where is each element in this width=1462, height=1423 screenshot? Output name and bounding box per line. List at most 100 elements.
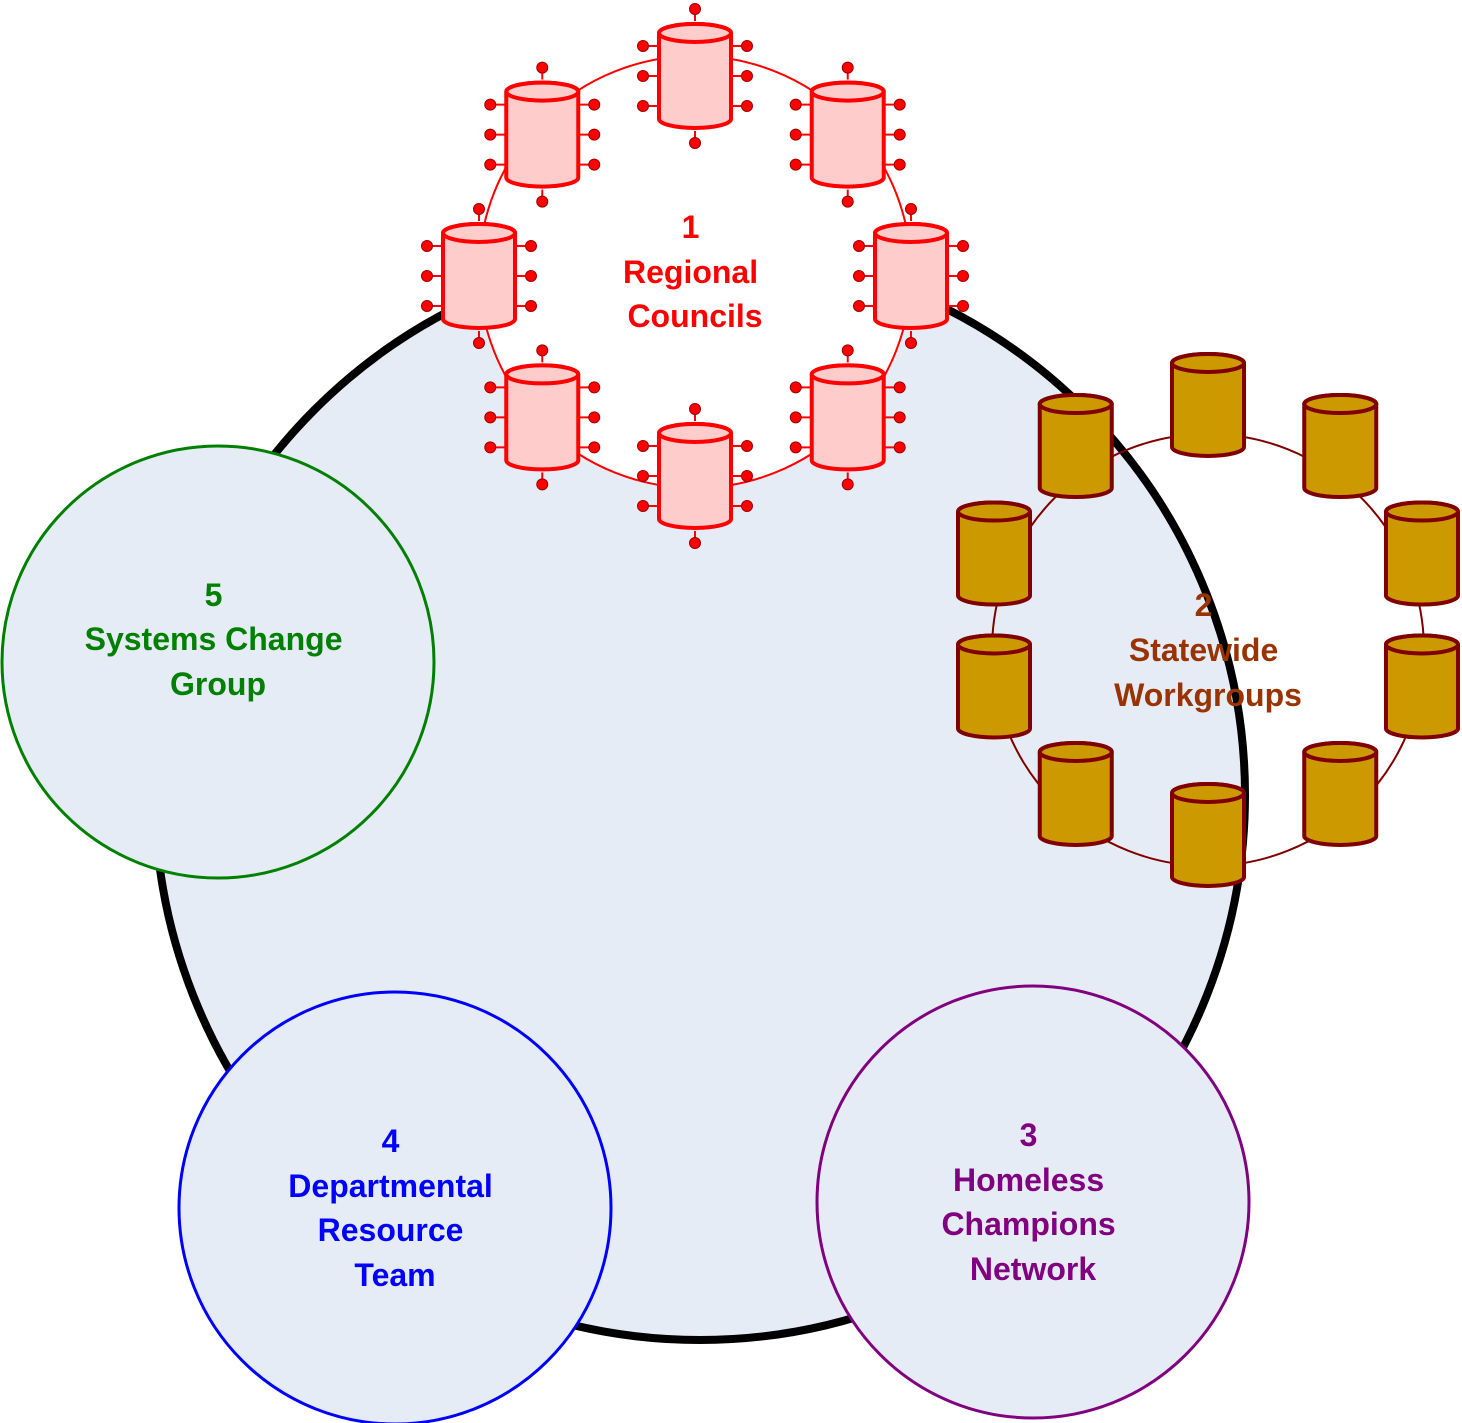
connector-dot <box>637 470 649 482</box>
connector-dot <box>588 381 601 394</box>
connector-dot <box>637 100 649 112</box>
connector-dot <box>741 40 753 52</box>
connector-dot <box>789 381 802 394</box>
connector-dot <box>789 441 802 454</box>
council-node-1 <box>637 3 753 149</box>
group-4-departmental-resource: 4 Departmental Resource Team <box>177 990 613 1423</box>
group-4-line-1: Departmental <box>288 1168 493 1204</box>
council-node-2-connectors <box>789 61 906 208</box>
connector-dot <box>637 70 649 82</box>
connector-dot <box>905 337 917 349</box>
workgroup-node-4 <box>1383 633 1460 740</box>
connector-dot <box>637 40 649 52</box>
council-node-1-connectors <box>637 3 753 149</box>
cylinder-top <box>1302 740 1379 763</box>
connector-dot <box>893 128 906 141</box>
connector-dot <box>789 98 802 111</box>
group-2-node-ring <box>956 352 1460 888</box>
connector-dot <box>893 411 906 424</box>
group-3-number: 3 <box>1020 1117 1038 1153</box>
connector-dot <box>789 158 802 171</box>
connector-dot <box>689 403 701 415</box>
cylinder-top <box>809 80 886 103</box>
group-3-line-3: Network <box>970 1251 1096 1287</box>
connector-dot <box>789 128 802 141</box>
council-node-8-connectors <box>484 61 601 208</box>
council-node-6 <box>484 344 601 491</box>
connector-dot <box>525 300 537 312</box>
cylinder-top <box>809 363 886 386</box>
group-2-line-2: Workgroups <box>1114 677 1302 713</box>
connector-dot <box>789 411 802 424</box>
connector-dot <box>536 61 549 74</box>
group-5-number: 5 <box>205 577 223 613</box>
connector-dot <box>689 3 701 15</box>
workgroup-node-7 <box>1037 740 1114 847</box>
group-4-line-2: Resource <box>318 1212 464 1248</box>
cylinder-top <box>1170 352 1246 374</box>
group-3-circle <box>815 984 1251 1420</box>
connector-dot <box>525 270 537 282</box>
workgroup-node-8 <box>956 633 1033 740</box>
connector-dot <box>957 240 969 252</box>
connector-dot <box>525 240 537 252</box>
connector-dot <box>588 158 601 171</box>
connector-dot <box>536 344 549 357</box>
connector-dot <box>841 61 854 74</box>
connector-dot <box>484 381 497 394</box>
group-3-line-2: Champions <box>941 1206 1115 1242</box>
group-3-line-1: Homeless <box>953 1162 1104 1198</box>
workgroup-node-6 <box>1170 782 1246 888</box>
connector-dot <box>893 98 906 111</box>
connector-dot <box>484 98 497 111</box>
connector-dot <box>893 381 906 394</box>
cylinder-top <box>1037 740 1114 763</box>
connector-dot <box>689 537 701 549</box>
connector-dot <box>741 100 753 112</box>
workgroup-node-10 <box>1037 393 1114 500</box>
connector-dot <box>484 411 497 424</box>
group-1-line-1: Regional <box>623 254 758 290</box>
connector-dot <box>484 441 497 454</box>
connector-dot <box>421 240 433 252</box>
group-5-line-1: Systems Change <box>85 621 343 657</box>
cylinder-top <box>1383 633 1460 656</box>
cylinder-top <box>657 422 733 444</box>
connector-dot <box>588 128 601 141</box>
group-1-label: 1 Regional Councils <box>623 209 767 334</box>
connector-dot <box>484 158 497 171</box>
group-4-number: 4 <box>382 1123 400 1159</box>
cylinder-top <box>504 363 581 386</box>
council-node-5-connectors <box>637 403 753 549</box>
group-1-node-ring <box>421 3 969 549</box>
connector-dot <box>741 440 753 452</box>
group-2-statewide-workgroups: 2 Statewide Workgroups <box>956 352 1460 888</box>
connector-dot <box>637 440 649 452</box>
connector-dot <box>841 344 854 357</box>
connector-dot <box>473 203 485 215</box>
council-node-5 <box>637 403 753 549</box>
connector-dot <box>637 500 649 512</box>
cylinder-top <box>1383 500 1460 523</box>
connector-dot <box>957 300 969 312</box>
group-3-homeless-champions: 3 Homeless Champions Network <box>815 984 1251 1420</box>
connector-dot <box>484 128 497 141</box>
connector-dot <box>893 441 906 454</box>
council-node-4 <box>789 344 906 491</box>
council-node-4-connectors <box>789 344 906 491</box>
cylinder-top <box>873 222 949 244</box>
cylinder-top <box>956 500 1033 523</box>
cylinder-top <box>441 222 517 244</box>
connector-dot <box>853 270 865 282</box>
connector-dot <box>853 240 865 252</box>
connector-dot <box>588 441 601 454</box>
council-node-3-connectors <box>853 203 969 349</box>
group-1-line-2: Councils <box>627 298 762 334</box>
connector-dot <box>536 195 549 208</box>
connector-dot <box>841 195 854 208</box>
group-1-regional-councils: 1 Regional Councils <box>421 3 969 549</box>
connector-dot <box>893 158 906 171</box>
cylinder-top <box>956 633 1033 656</box>
